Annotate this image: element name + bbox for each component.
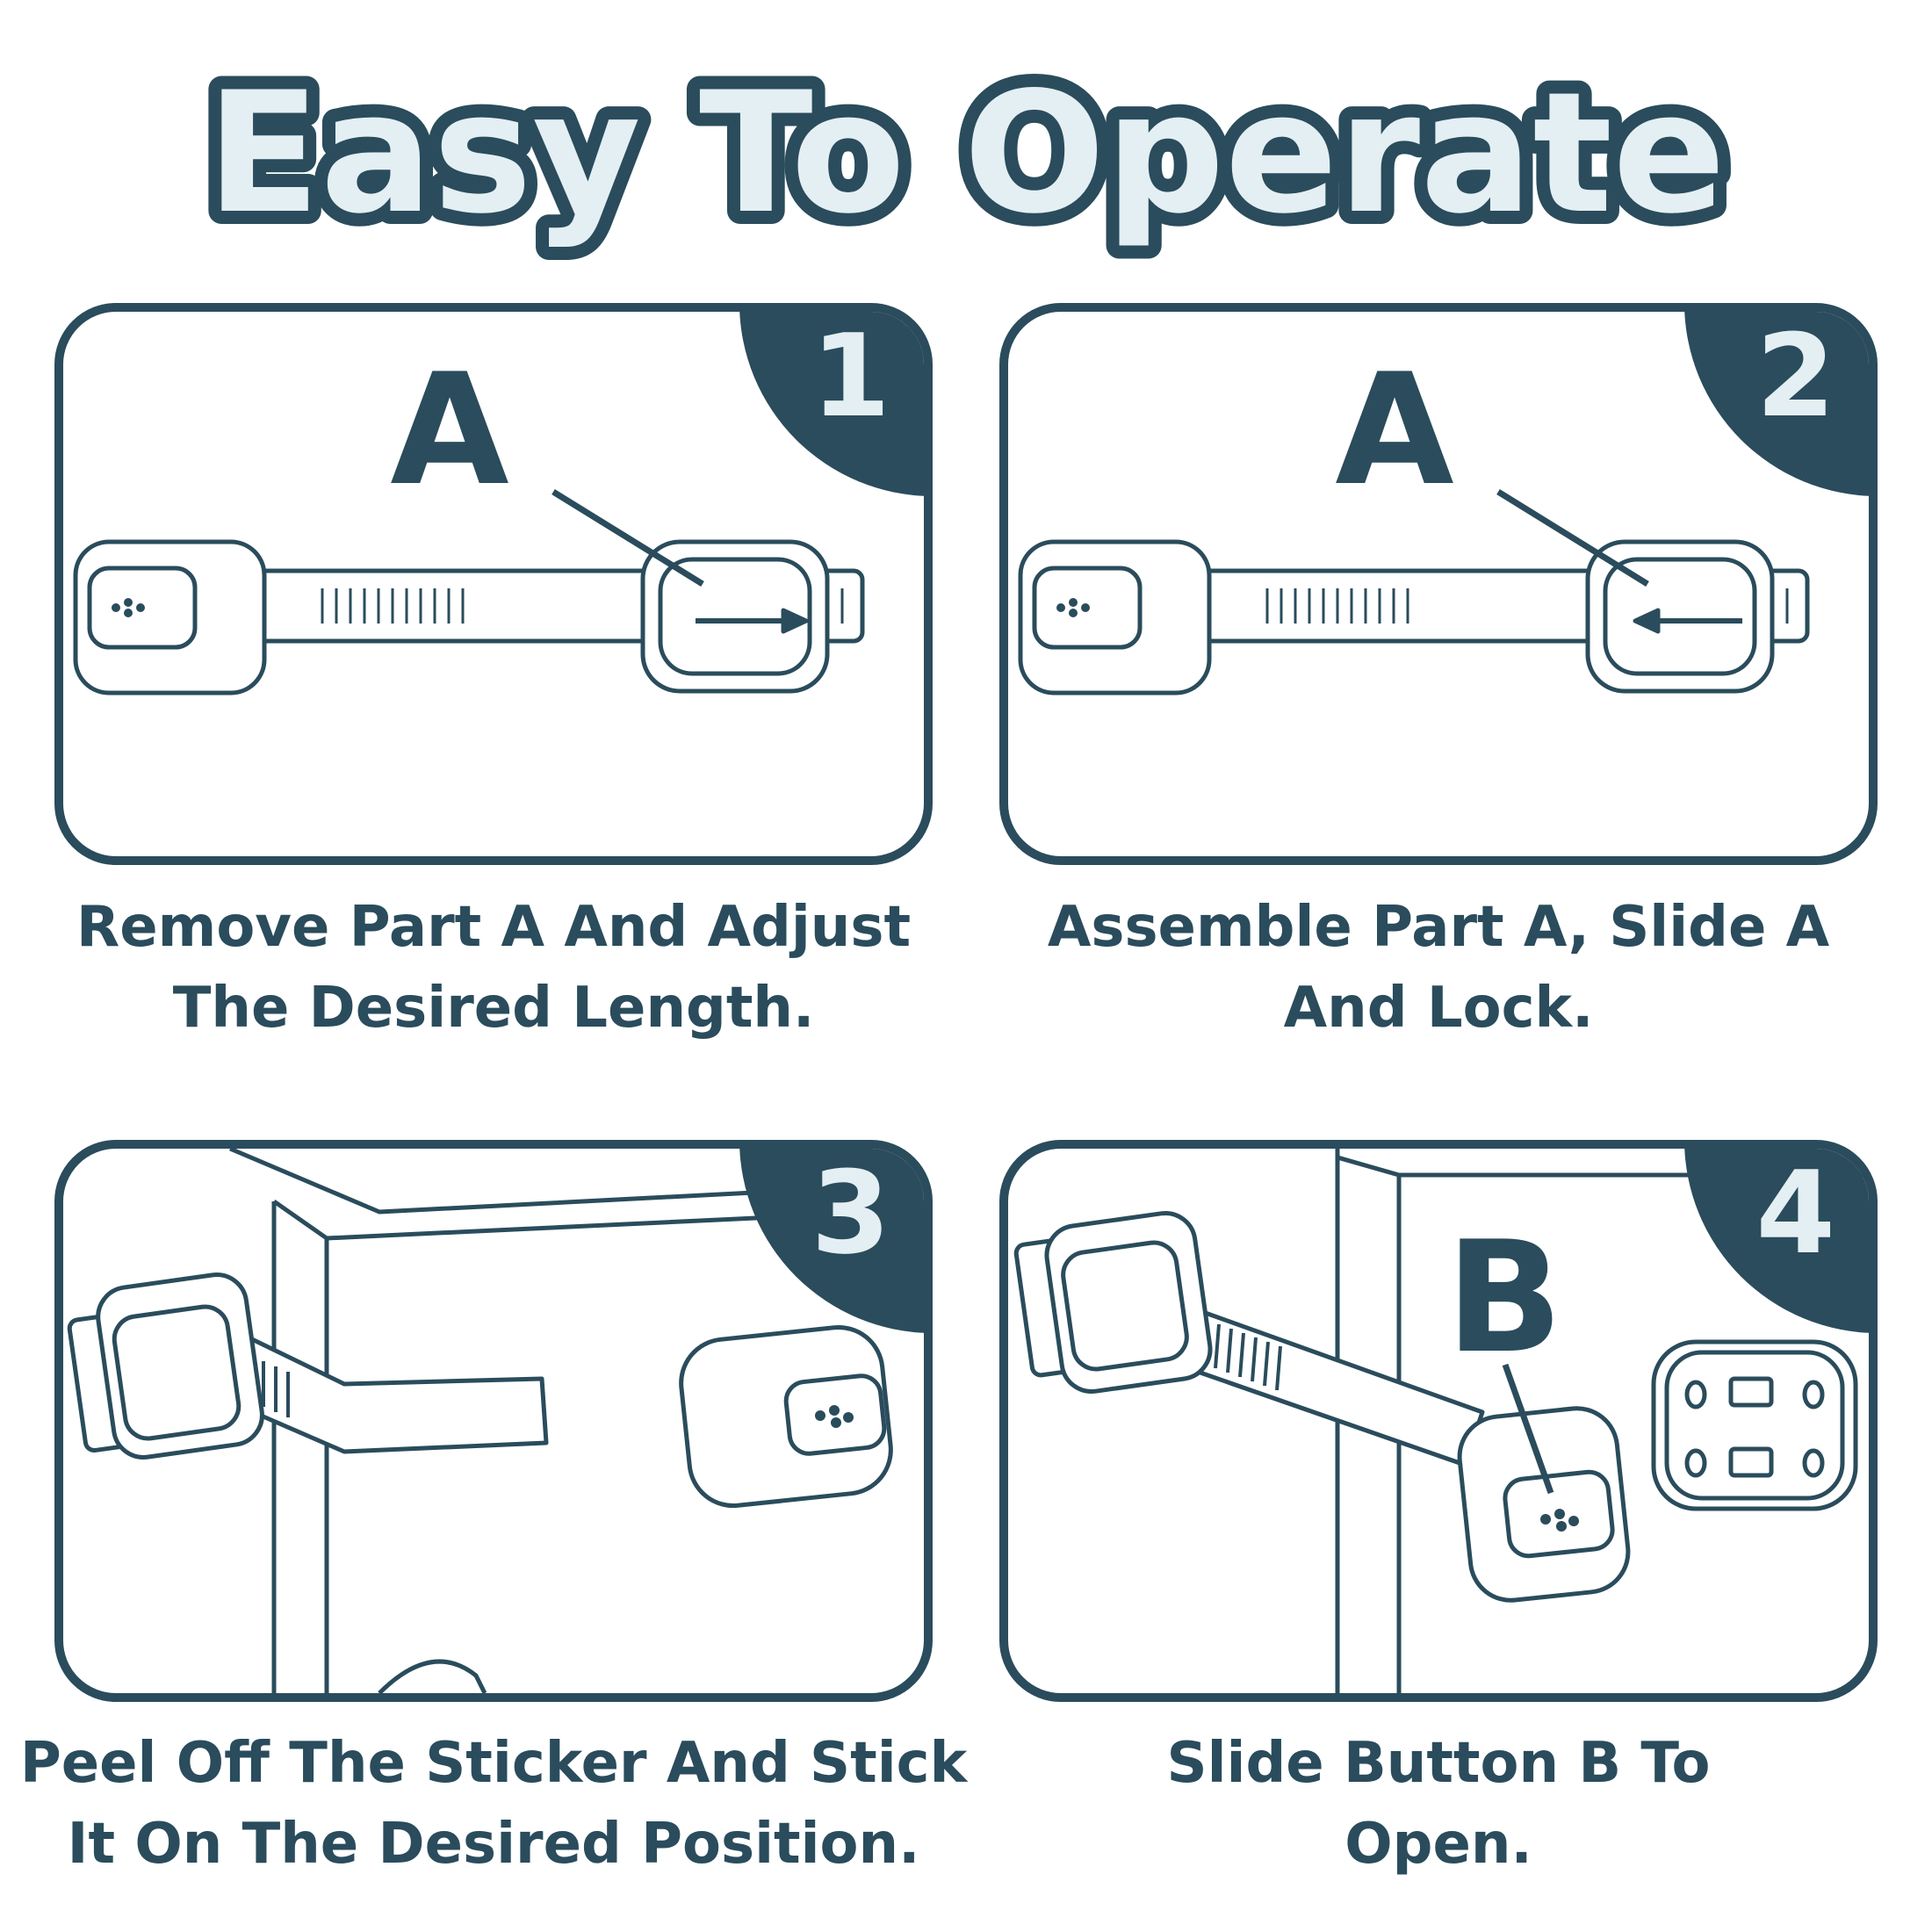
caption-line: Peel Off The Sticker And Stick [19,1731,968,1796]
page-title-outline: Easy To Operate [206,56,1726,250]
part-label: A [1335,342,1453,520]
lock-opened-illustration: B [1013,1149,1869,1693]
step-4-caption: Slide Button B To Open. [960,1723,1917,1885]
part-label: A [390,342,508,520]
arrow-right-icon [781,608,809,634]
lock-strap-straight-illustration: A [73,342,865,696]
lock-mounted-on-cabinet-illustration [67,1149,924,1693]
caption-line: Slide Button B To [1166,1731,1711,1796]
caption-line: It On The Desired Position. [67,1812,920,1877]
step-2-panel: A 2 [999,303,1878,865]
strap [1172,1304,1485,1467]
part-label: B [1445,1209,1562,1388]
caption-line: Open. [1344,1812,1532,1877]
page-title-text: Easy To Operate [206,56,1726,250]
step-2-caption: Assemble Part A, Slide A And Lock. [960,887,1917,1049]
step-4-panel: B 4 [999,1140,1878,1702]
lock-strap-straight-illustration: A [1018,342,1810,696]
step-number: 2 [1755,309,1835,443]
step-1-caption: Remove Part A And Adjust The Desired Len… [15,887,972,1049]
step-1-panel: A 1 [54,303,933,865]
step-3-caption: Peel Off The Sticker And Stick It On The… [15,1723,972,1885]
cabinet-top-edge [229,1149,924,1215]
caption-line: And Lock. [1283,976,1594,1041]
caption-line: Assemble Part A, Slide A [1047,895,1830,960]
label-pointer [1502,1363,1554,1495]
step-number: 4 [1755,1146,1835,1280]
label-pointer [551,489,704,587]
caption-line: The Desired Length. [172,976,815,1041]
step-number: 3 [811,1146,890,1280]
caption-line: Remove Part A And Adjust [76,895,912,960]
step-number: 1 [811,309,890,443]
page-title: Easy To Operate Easy To Operate [193,43,1739,263]
label-pointer [1496,489,1649,587]
arrow-left-icon [1633,608,1661,634]
step-badge: 3 [739,1146,924,1333]
step-3-panel: 3 [54,1140,933,1702]
